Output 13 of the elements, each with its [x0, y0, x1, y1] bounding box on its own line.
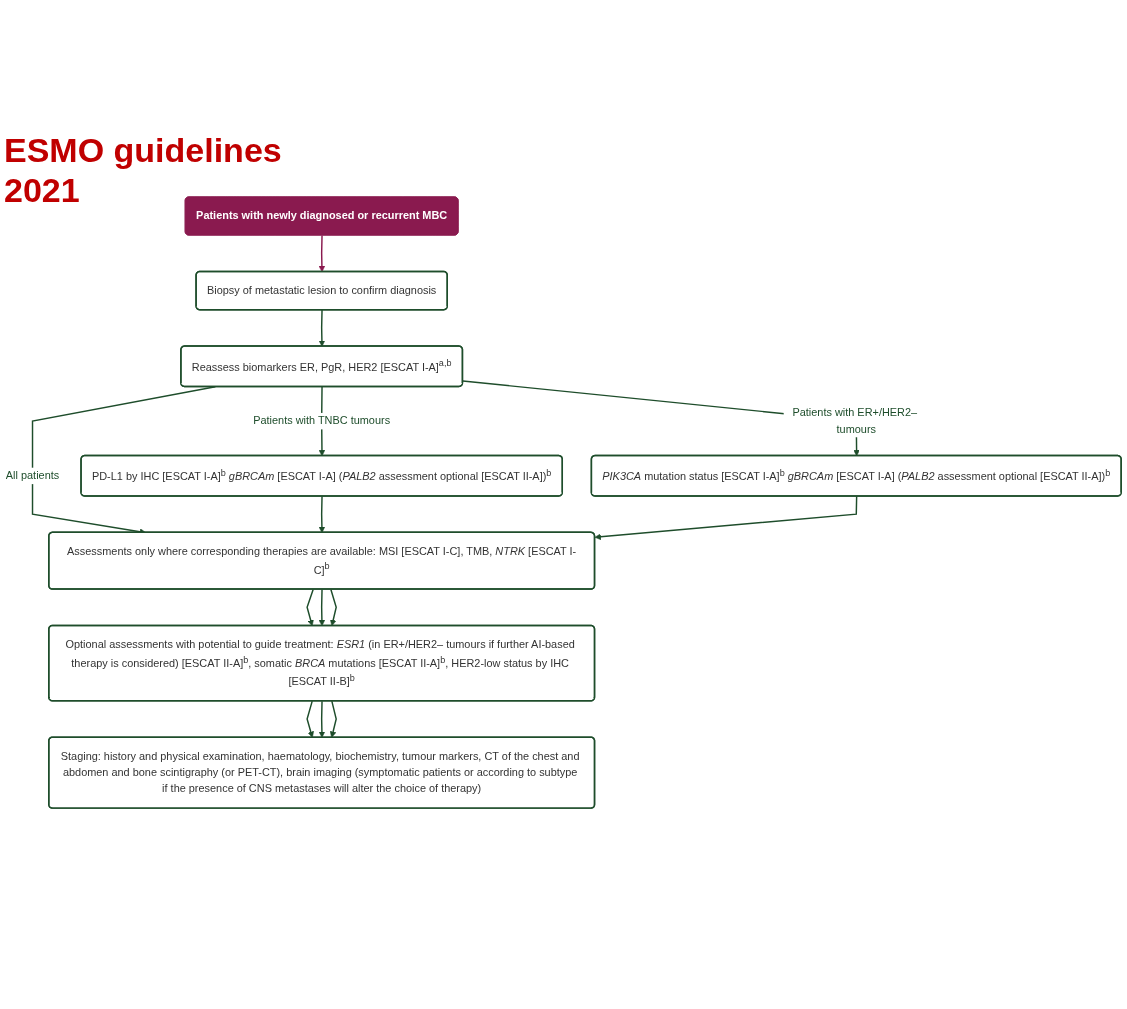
arrow — [318, 495, 326, 533]
arrow — [318, 700, 326, 738]
arrow — [306, 588, 314, 627]
edge-label: Patients with TNBC tumours — [253, 414, 391, 427]
arrow — [318, 588, 326, 627]
edge-label: All patients — [5, 469, 60, 482]
edge-label: Patients with ER+/HER2– tumours — [792, 406, 918, 435]
arrow — [306, 700, 314, 738]
arrow — [329, 700, 337, 738]
arrow — [318, 309, 326, 347]
arrow — [594, 495, 858, 540]
arrow — [330, 588, 337, 627]
arrow — [318, 234, 326, 273]
